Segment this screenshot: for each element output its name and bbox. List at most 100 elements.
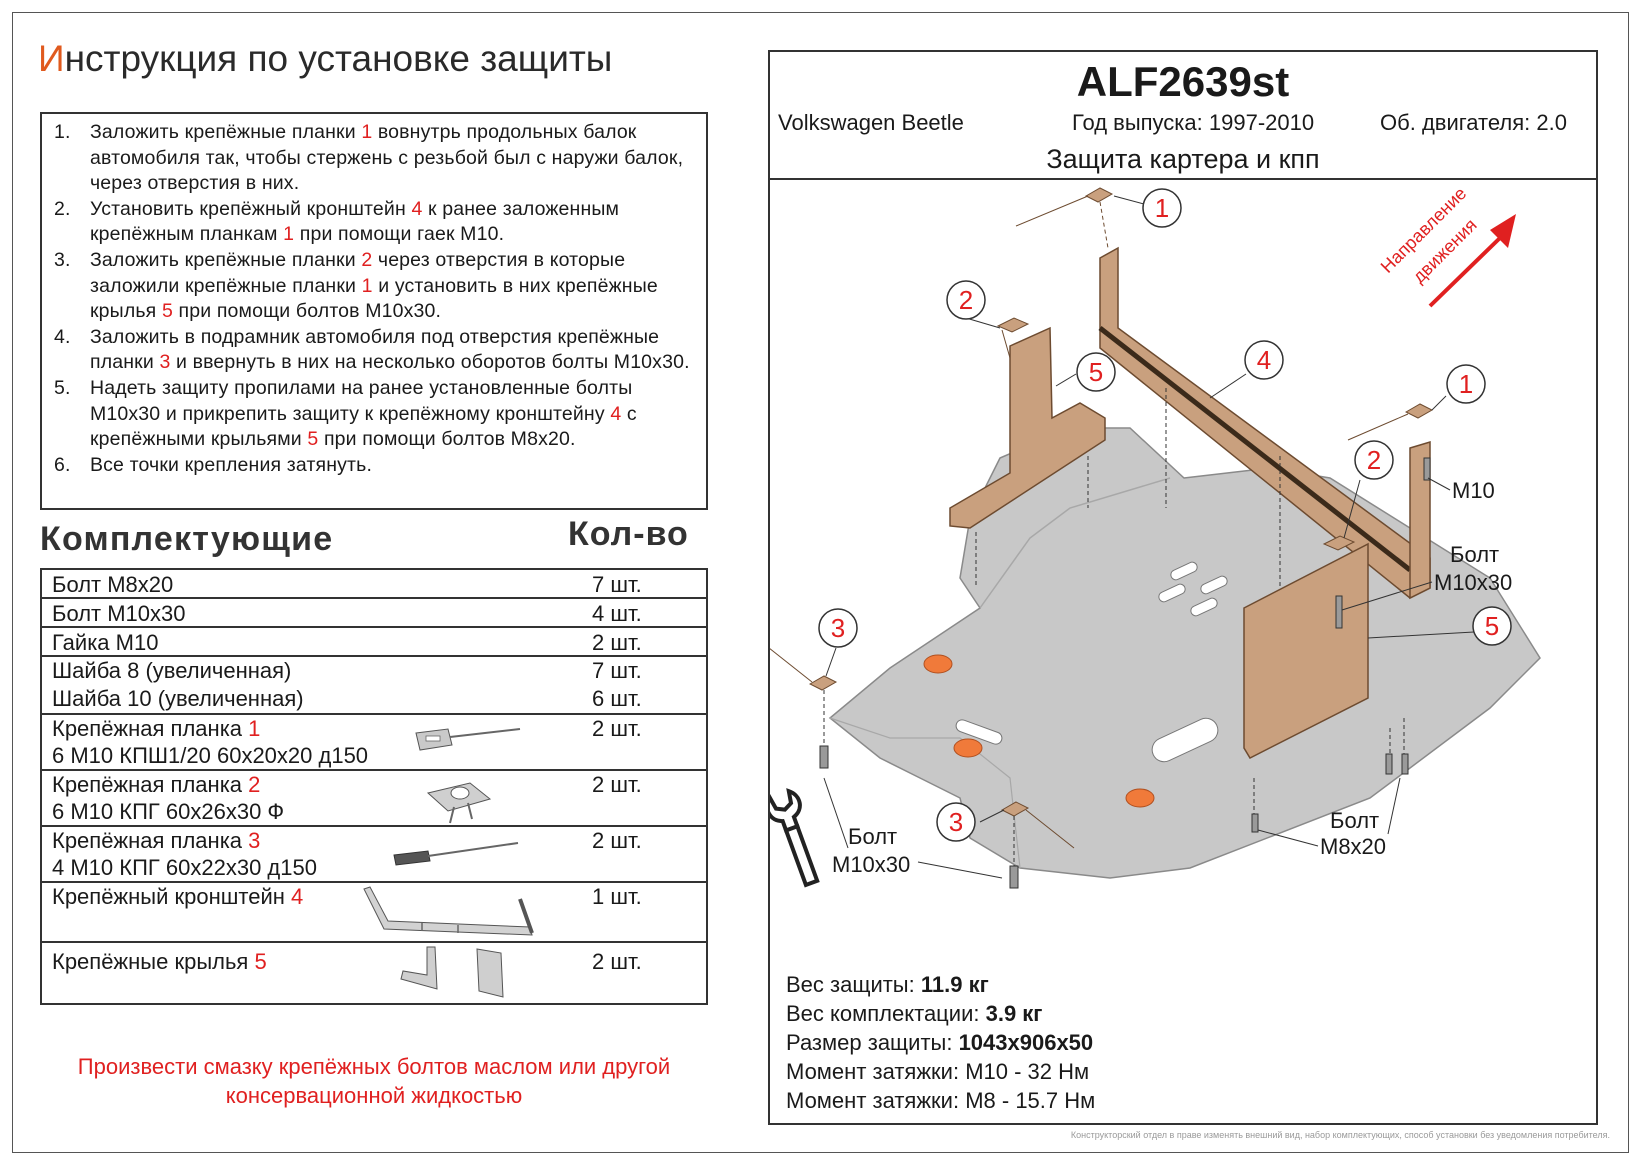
bracket-4-edge [1098,326,1412,572]
part-row: Крепёжная планка 2 6 М10 КПГ 60х26х30 Ф … [42,771,706,827]
label-leader [917,861,1003,879]
part-name: Гайка М10 [52,630,159,655]
mounting-plate-2-icon [426,782,492,824]
protection-name: Защита картера и кпп [1046,144,1320,174]
part-qty: 7 шт. [592,572,642,597]
slot [1170,561,1198,581]
callout-number: 2 [959,285,973,315]
instruction-step: 3. Заложить крепёжные планки 2 через отве… [50,248,700,325]
spec-weight: Вес защиты: 11.9 кг [786,972,989,997]
step-number: 3. [54,248,71,271]
bolt [1335,595,1343,629]
part-row: Шайба 8 (увеличенная) Шайба 10 (увеличен… [42,657,706,715]
label-leader [1257,829,1319,847]
bolt [1385,753,1393,775]
part-qty: 7 шт. [592,658,642,683]
part-qty: 4 шт. [592,601,642,626]
callout-leader [979,809,1005,823]
direction-arrow-head [1490,214,1516,248]
callout-circle [946,280,986,320]
mounting-plate-3-icon [393,842,519,866]
instructions-box: 1.Заложить крепёжные планки 1 вовнутрь п… [40,112,708,510]
part-spec: 6 М10 КПШ1/20 60х20х20 д150 [52,743,369,768]
callout-number: 3 [949,807,963,837]
label-leader [1427,477,1451,491]
step-text: Все точки крепления затянуть. [90,453,373,476]
callout-circle [1472,606,1512,646]
part-name: Крепёжная планка 3 [52,828,261,853]
callout-leader [1055,373,1077,387]
model-years: Год выпуска: 1997-2010 [1072,110,1315,135]
part-spec: 4 М10 КПГ 60х22х30 д150 [52,855,317,880]
step-text: Установить крепёжный кронштейн 4 к ранее… [90,197,620,246]
instruction-step: 4. Заложить в подрамник автомобиля под от… [50,325,700,376]
instructions-list: 1.Заложить крепёжные планки 1 вовнутрь п… [50,120,700,478]
mounting-wings-5-icon [400,946,504,998]
label-bolt-m10x30-b: Болт [848,824,897,849]
callout-number: 4 [1257,345,1271,375]
bolt [1423,457,1431,481]
callout-leader [1113,195,1145,205]
title-first-letter: И [38,38,65,79]
part-name: Крепёжная планка 2 [52,772,261,797]
bolt [819,745,829,769]
part-qty: 2 шт. [592,772,642,797]
part-row: Крепёжная планка 1 6 М10 КПШ1/20 60х20х2… [42,715,706,771]
callout-number: 3 [831,613,845,643]
slot [1190,597,1218,617]
plate-3-bottom-rod [1025,809,1075,849]
page-frame [12,12,1629,1153]
part-spec: 6 М10 КПГ 60х26х30 Ф [52,799,285,824]
part-name: Крепёжная планка 1 [52,716,261,741]
step-number: 4. [54,325,71,348]
part-row: Крепёжные крылья 5 2 шт. [42,943,706,1003]
title-rest: нструкция по установке защиты [64,38,613,79]
instruction-step: 6.Все точки крепления затянуть. [50,453,700,479]
callout-number: 1 [1155,193,1169,223]
part-qty: 6 шт. [592,686,642,711]
part-name: Крепёжные крылья 5 [52,949,267,974]
label-bolt-m8x20: М8х20 [1320,834,1386,859]
part-qty: 2 шт. [592,630,642,655]
step-text: Заложить в подрамник автомобиля под отве… [90,325,690,374]
part-name: Шайба 8 (увеличенная) [52,658,292,683]
part-name: Болт М10х30 [52,601,186,626]
plate-1-right [1404,403,1434,419]
label-bolt-m10x30-a: М10х30 [1434,570,1512,595]
step-text: Заложить крепёжные планки 2 через отверс… [90,248,658,323]
step-number: 1. [54,121,71,143]
label-leader [823,777,849,849]
product-code: ALF2639st [1076,58,1290,105]
bolt [1401,753,1409,775]
mounting-pad [923,654,953,674]
callout-numbers: 1 2 5 4 1 2 3 5 3 [831,193,1499,837]
slot [955,719,1003,745]
callout-number: 2 [1367,445,1381,475]
callout-circle [1446,364,1486,404]
plate-2-right [1322,535,1356,551]
callouts [818,188,1512,842]
skid-plate-rib [979,477,1171,609]
part-qty: 2 шт. [592,716,642,741]
label-m10: М10 [1452,478,1495,503]
mounting-pad [953,738,983,758]
bracket-4-end [1409,440,1431,600]
mounting-bracket-4-icon [363,886,534,936]
plate-1-right-rod [1347,413,1409,441]
quantity-title: Кол-во [568,515,689,553]
slot [1200,575,1228,595]
callout-circle [1076,352,1116,392]
instruction-step: 5.Надеть защиту пропилами на ранее устан… [50,376,700,453]
callout-leader [965,317,1001,329]
mounting-pad [1125,788,1155,808]
part-row: Болт М8х20 7 шт. [42,570,706,599]
spec-torque-m8: Момент затяжки: М8 - 15.7 Нм [786,1088,1096,1113]
callout-leader [1431,395,1447,411]
instruction-step: 2.Установить крепёжный кронштейн 4 к ран… [50,197,700,248]
spec-size: Размер защиты: 1043х906х50 [786,1030,1094,1055]
spec-kit-weight: Вес комплектации: 3.9 кг [786,1001,1043,1026]
diagram-panel: ALF2639st Volkswagen Beetle Год выпуска:… [768,50,1598,1125]
part-name: Крепёжный кронштейн 4 [52,884,304,909]
part-name: Болт М8х20 [52,572,174,597]
part-qty: 2 шт. [592,949,642,974]
